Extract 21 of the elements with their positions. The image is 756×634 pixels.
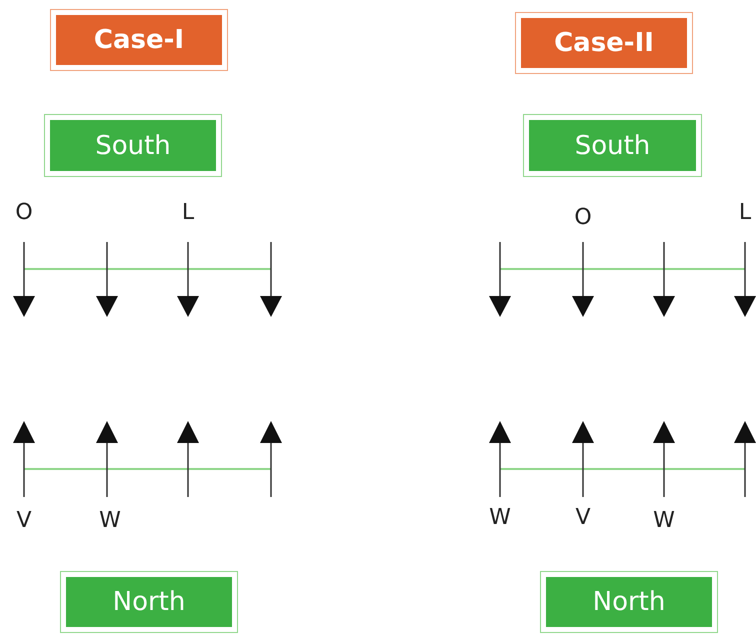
person-label: V (16, 508, 32, 533)
person-label: L (182, 200, 194, 225)
direction-box (540, 571, 718, 633)
direction-box (44, 114, 222, 177)
person-label: W (489, 505, 511, 530)
case-heading-box (515, 12, 693, 74)
person-label: O (15, 200, 33, 225)
person-label: W (653, 508, 675, 533)
case-title: Case-II (554, 28, 654, 58)
direction-label: North (592, 587, 666, 617)
direction-label: North (112, 587, 186, 617)
person-label: W (99, 508, 121, 533)
person-label: V (575, 505, 591, 530)
person-label: O (574, 205, 592, 230)
direction-label: South (95, 130, 171, 160)
direction-box (523, 114, 702, 177)
direction-box (60, 571, 238, 633)
person-label: L (738, 200, 752, 225)
direction-label: South (574, 130, 650, 160)
case-heading-box (50, 9, 228, 71)
case-title: Case-I (94, 25, 184, 55)
